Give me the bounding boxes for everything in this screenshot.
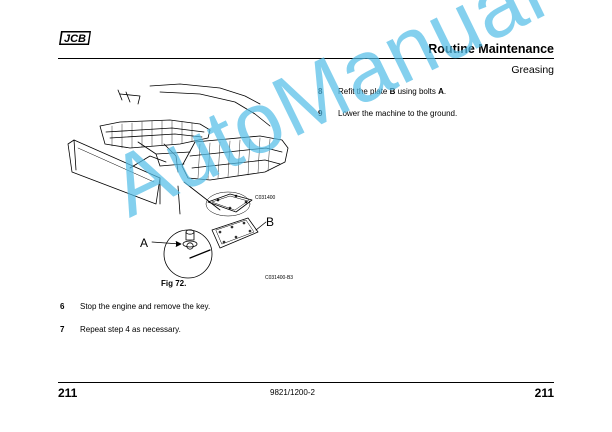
page-number-left: 211 (58, 386, 78, 400)
figure-excavator-grease-plate: C031400 C031400-B3 A B (60, 82, 310, 290)
step-number: 8 (318, 87, 323, 96)
document-number: 9821/1200-2 (270, 388, 315, 397)
step-number: 7 (60, 325, 65, 334)
step-number: 6 (60, 302, 65, 311)
label-a: A (140, 236, 148, 250)
section-subtitle: Greasing (511, 64, 554, 76)
step-text: Repeat step 4 as necessary. (80, 325, 181, 334)
step-text: Stop the engine and remove the key. (80, 302, 211, 311)
logo-text: JCB (64, 33, 86, 45)
figure-code-top: C031400 (255, 195, 276, 201)
figure-code-bottom: C031400-B3 (265, 275, 293, 281)
label-b: B (266, 215, 274, 229)
page-title: Routine Maintenance (428, 42, 554, 56)
header-divider (58, 58, 554, 59)
step-text: Refit the plate B using bolts A. (338, 87, 447, 96)
step-number: 9 (318, 109, 323, 118)
step-text: Lower the machine to the ground. (338, 109, 458, 118)
page-number-right: 211 (534, 386, 554, 400)
jcb-logo: JCB (58, 30, 92, 46)
figure-caption: Fig 72. (161, 279, 187, 288)
footer-divider (58, 382, 554, 383)
